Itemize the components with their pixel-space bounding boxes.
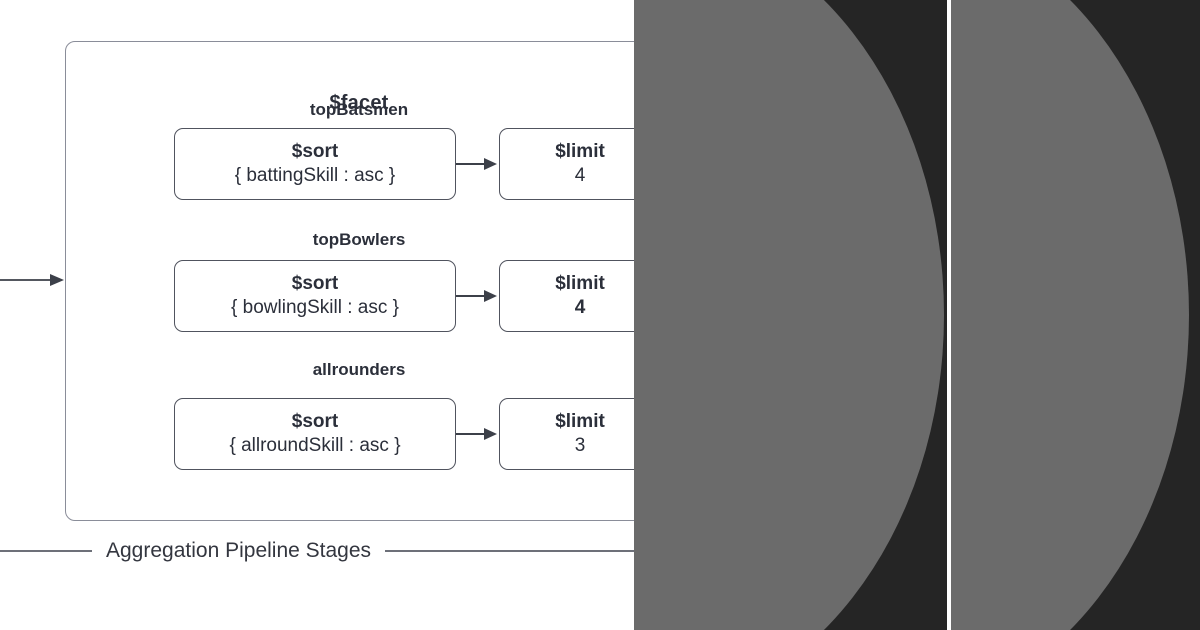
arrow-shaft [456, 295, 486, 297]
limit-node-topBatsmen[interactable]: $limit 4 [499, 128, 634, 200]
caption-rule-right [385, 550, 634, 552]
arrow-shaft [0, 279, 52, 281]
dark-panel-two [951, 0, 1200, 630]
grey-circle-shape [634, 0, 944, 630]
diagram-caption: Aggregation Pipeline Stages [0, 535, 634, 567]
connector-arrow-topBowlers [456, 290, 499, 302]
limit-node-title: $limit [555, 410, 605, 432]
facet-stage-title: $facet [329, 92, 389, 114]
group-label-allrounders: allrounders [312, 360, 406, 379]
limit-node-allrounders[interactable]: $limit 3 [499, 398, 634, 470]
limit-node-value: 4 [574, 164, 586, 186]
inbound-pipeline-arrow [0, 274, 66, 286]
arrow-head [50, 274, 64, 286]
sort-node-spec: { allroundSkill : asc } [229, 434, 401, 456]
grey-circle-shape [951, 0, 1189, 630]
caption-rule-left [0, 550, 92, 552]
arrow-shaft [456, 433, 486, 435]
sort-node-title: $sort [291, 410, 339, 432]
arrow-shaft [456, 163, 486, 165]
limit-node-value: 4 [574, 296, 586, 318]
limit-node-topBowlers[interactable]: $limit 4 [499, 260, 634, 332]
arrow-head [484, 428, 497, 440]
limit-node-title: $limit [555, 272, 605, 294]
sort-node-allrounders[interactable]: $sort { allroundSkill : asc } [174, 398, 456, 470]
group-label-topBatsmen: topBatsmen [309, 100, 409, 119]
sort-node-title: $sort [291, 272, 339, 294]
facet-stage-container: $facet topBatsmen $sort { battingSkill :… [65, 41, 634, 521]
arrow-head [484, 158, 497, 170]
limit-node-value: 3 [574, 434, 586, 456]
caption-text: Aggregation Pipeline Stages [106, 539, 372, 562]
sort-node-spec: { battingSkill : asc } [234, 164, 396, 186]
sort-node-topBowlers[interactable]: $sort { bowlingSkill : asc } [174, 260, 456, 332]
sort-node-title: $sort [291, 140, 339, 162]
sort-node-spec: { bowlingSkill : asc } [231, 296, 399, 318]
diagram-pane: $facet topBatsmen $sort { battingSkill :… [0, 41, 634, 567]
dark-panel-one [634, 0, 947, 630]
connector-arrow-allrounders [456, 428, 499, 440]
limit-node-title: $limit [555, 140, 605, 162]
connector-arrow-topBatsmen [456, 158, 499, 170]
arrow-head [484, 290, 497, 302]
group-label-topBowlers: topBowlers [312, 230, 406, 249]
sort-node-topBatsmen[interactable]: $sort { battingSkill : asc } [174, 128, 456, 200]
